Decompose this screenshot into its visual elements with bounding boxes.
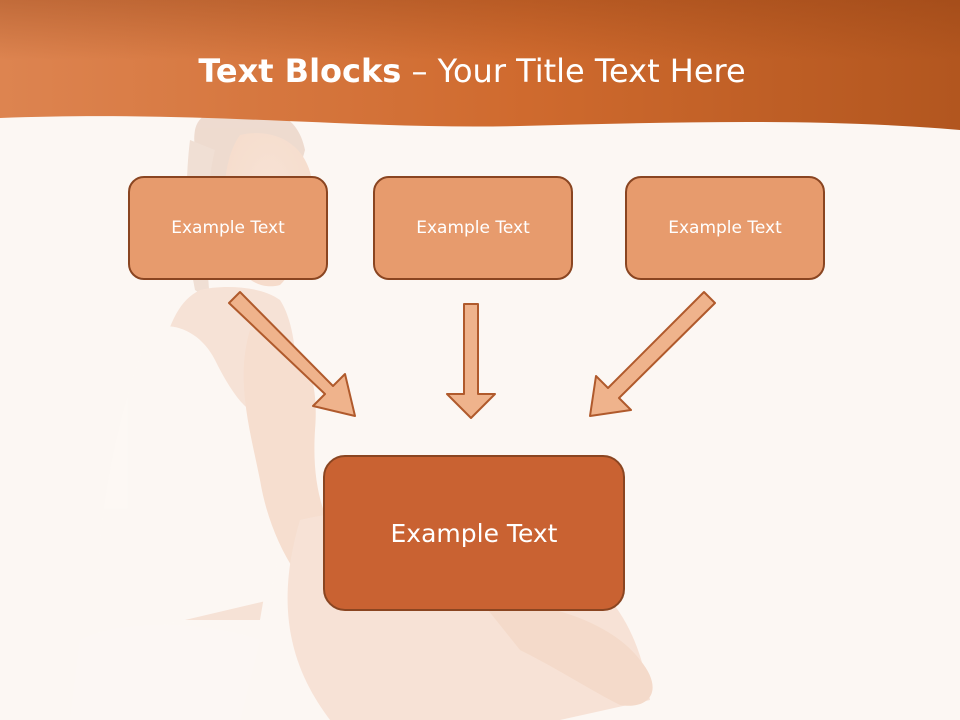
text-block-2: Example Text <box>373 176 573 280</box>
text-block-main-label: Example Text <box>390 518 558 548</box>
title-bold: Text Blocks <box>198 52 402 90</box>
arrow-right-diagonal <box>589 291 716 417</box>
text-block-3: Example Text <box>625 176 825 280</box>
text-block-3-label: Example Text <box>668 218 782 238</box>
text-block-1-label: Example Text <box>171 218 285 238</box>
text-block-main: Example Text <box>323 455 625 611</box>
page-title: Text Blocks – Your Title Text Here <box>0 52 944 90</box>
arrow-left-diagonal <box>228 291 356 417</box>
arrow-center-down <box>446 303 496 419</box>
title-rest: – Your Title Text Here <box>401 52 746 90</box>
text-block-1: Example Text <box>128 176 328 280</box>
text-block-2-label: Example Text <box>416 218 530 238</box>
